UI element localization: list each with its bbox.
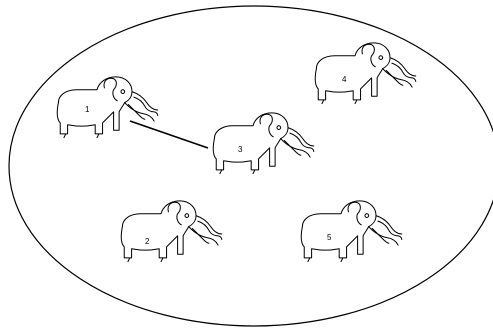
elephant-node-4 <box>315 43 416 104</box>
elephant-node-1 <box>57 77 158 138</box>
elephant-node-5 <box>301 201 402 262</box>
elephant-icon <box>121 201 222 262</box>
elephant-icon <box>301 201 402 262</box>
edge-1-3 <box>130 121 208 148</box>
elephant-label-3: 3 <box>238 145 243 154</box>
elephant-label-1: 1 <box>85 105 90 114</box>
elephant-label-4: 4 <box>342 75 347 84</box>
elephant-icon <box>213 113 314 174</box>
elephant-icon <box>315 43 416 104</box>
elephant-node-2 <box>121 201 222 262</box>
elephant-icon <box>57 77 158 138</box>
elephant-node-3 <box>213 113 314 174</box>
elephant-label-2: 2 <box>145 237 150 246</box>
elephant-label-5: 5 <box>327 233 332 242</box>
